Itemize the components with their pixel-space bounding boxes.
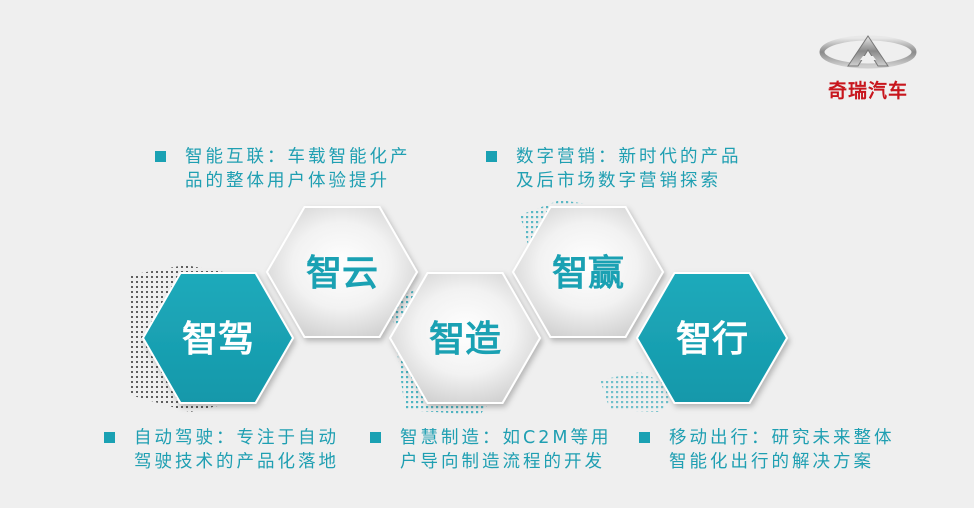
desc-line: 自动驾驶：专注于自动 xyxy=(134,428,339,448)
bullet-square-icon xyxy=(639,432,650,443)
bullet-square-icon xyxy=(155,151,166,162)
hexagon-4 xyxy=(635,272,789,404)
hexagon-2 xyxy=(388,272,542,404)
hexagon-label: 智行 xyxy=(676,319,748,360)
desc-smart-manufacturing: 智慧制造：如C2M等用 户导向制造流程的开发 xyxy=(370,426,612,474)
bullet-square-icon xyxy=(486,151,497,162)
chery-logo: 奇瑞汽车 xyxy=(812,34,924,102)
desc-line: 品的整体用户体验提升 xyxy=(185,171,390,191)
desc-autonomous-driving: 自动驾驶：专注于自动 驾驶技术的产品化落地 xyxy=(104,426,339,474)
desc-line: 及后市场数字营销探索 xyxy=(516,171,721,191)
hexagon-label: 智云 xyxy=(306,253,378,294)
bullet-square-icon xyxy=(370,432,381,443)
desc-line: 移动出行：研究未来整体 xyxy=(669,428,895,448)
hexagon-label: 智造 xyxy=(429,319,501,360)
hexagon-3 xyxy=(511,206,665,338)
desc-intelligent-connectivity: 智能互联：车载智能化产 品的整体用户体验提升 xyxy=(155,145,411,193)
desc-line: 智慧制造：如C2M等用 xyxy=(400,428,612,448)
hexagon-0 xyxy=(141,272,295,404)
bullet-square-icon xyxy=(104,432,115,443)
brand-name: 奇瑞汽车 xyxy=(827,80,908,102)
desc-line: 智能化出行的解决方案 xyxy=(669,452,874,472)
desc-line: 数字营销：新时代的产品 xyxy=(516,147,742,167)
desc-digital-marketing: 数字营销：新时代的产品 及后市场数字营销探索 xyxy=(486,145,742,193)
desc-mobility: 移动出行：研究未来整体 智能化出行的解决方案 xyxy=(639,426,895,474)
hexagon-1 xyxy=(265,206,419,338)
desc-line: 户导向制造流程的开发 xyxy=(400,452,605,472)
hexagon-label: 智赢 xyxy=(552,252,624,294)
desc-line: 智能互联：车载智能化产 xyxy=(185,147,411,167)
hexagon-label: 智驾 xyxy=(182,319,254,360)
chery-emblem-icon xyxy=(819,35,917,69)
desc-line: 驾驶技术的产品化落地 xyxy=(134,452,339,472)
